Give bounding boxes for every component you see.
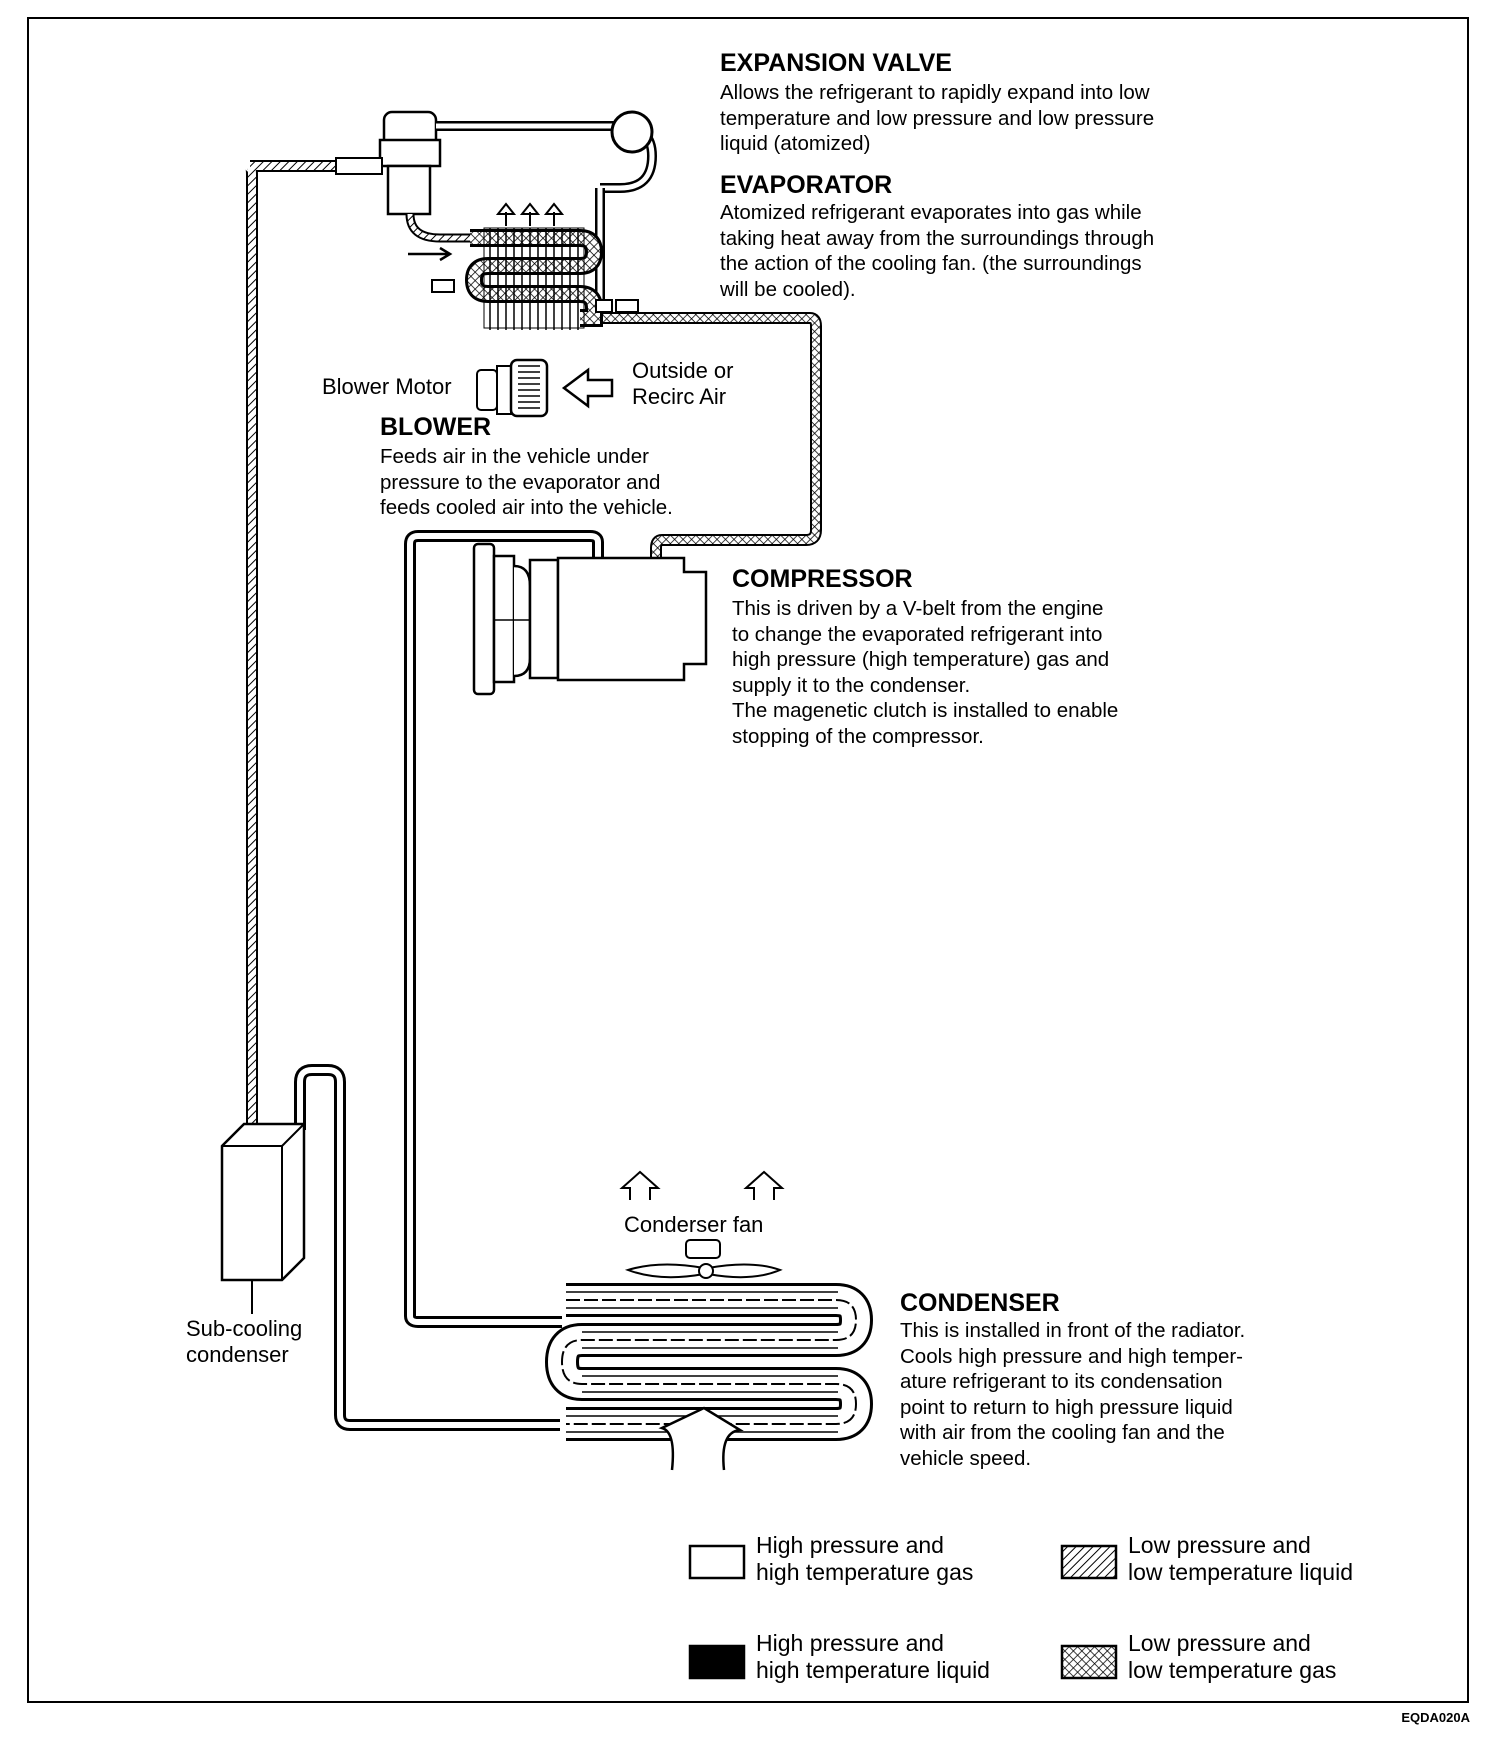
sub-cooling-condenser bbox=[220, 1122, 306, 1314]
legend-label-lp-gas: Low pressure and low temperature gas bbox=[1128, 1630, 1337, 1683]
legend-label-hp-gas: High pressure and high temperature gas bbox=[756, 1532, 974, 1585]
condenser-title: CONDENSER bbox=[900, 1289, 1060, 1317]
condenser-to-subcooler-line bbox=[294, 1064, 560, 1431]
legend-label-hp-liquid: High pressure and high temperature liqui… bbox=[756, 1630, 990, 1683]
discharge-line bbox=[404, 530, 604, 1328]
blower-motor bbox=[476, 358, 549, 418]
blower-title: BLOWER bbox=[380, 413, 492, 441]
compressor bbox=[472, 542, 708, 696]
condenser-description: This is installed in front of the radiat… bbox=[900, 1319, 1246, 1470]
vehicle-airflow-arrow bbox=[658, 1406, 744, 1471]
figure-code: EQDA020A bbox=[1401, 1710, 1470, 1725]
evaporator bbox=[408, 227, 639, 330]
blower-motor-label: Blower Motor bbox=[322, 374, 452, 399]
liquid-line bbox=[245, 160, 338, 1128]
fan-airflow-arrows bbox=[619, 1170, 785, 1200]
compressor-title: COMPRESSOR bbox=[732, 565, 913, 593]
legend-label-lp-liquid: Low pressure and low temperature liquid bbox=[1128, 1532, 1354, 1585]
legend-swatch-hp-liquid bbox=[688, 1644, 746, 1680]
blower-description: Feeds air in the vehicle under pressure … bbox=[380, 445, 673, 519]
expansion-valve-description: Allows the refrigerant to rapidly expand… bbox=[720, 81, 1155, 155]
evaporator-description: Atomized refrigerant evaporates into gas… bbox=[720, 201, 1155, 301]
legend-swatch-hp-gas bbox=[688, 1544, 746, 1580]
legend-swatch-lp-liquid bbox=[1060, 1544, 1118, 1580]
diagram-frame bbox=[27, 17, 1469, 1703]
condenser bbox=[544, 1283, 874, 1441]
outside-air-label: Outside or Recirc Air bbox=[632, 358, 734, 409]
evaporator-title: EVAPORATOR bbox=[720, 171, 893, 199]
sub-cooling-label: Sub-cooling condenser bbox=[186, 1316, 303, 1367]
legend-swatches bbox=[688, 1544, 1118, 1680]
intake-air-arrow bbox=[561, 367, 614, 409]
compressor-description: This is driven by a V-belt from the engi… bbox=[732, 597, 1119, 748]
legend-swatch-lp-gas bbox=[1060, 1644, 1118, 1680]
condenser-fan bbox=[624, 1239, 783, 1279]
expansion-valve-title: EXPANSION VALVE bbox=[720, 49, 952, 77]
evaporator-airflow-arrows bbox=[495, 202, 565, 226]
suction-line bbox=[580, 312, 822, 560]
condenser-fan-label: Conderser fan bbox=[624, 1212, 764, 1237]
